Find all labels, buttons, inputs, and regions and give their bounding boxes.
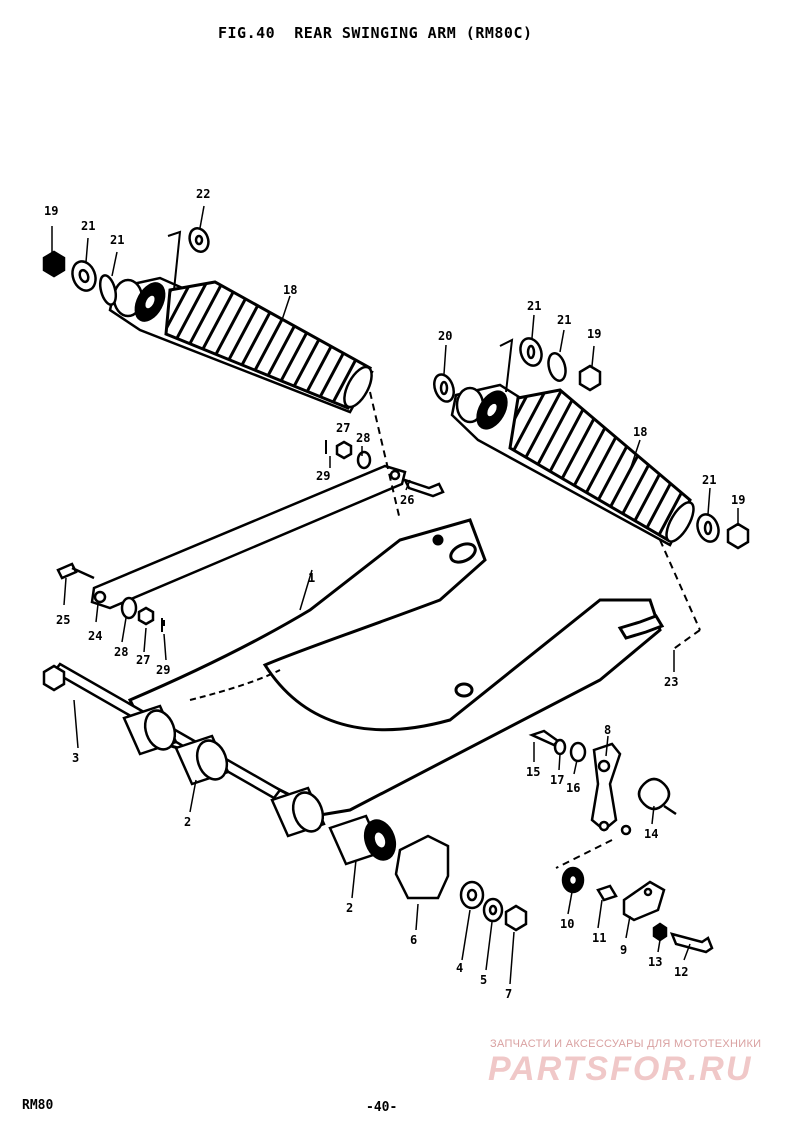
- callout-14: 14: [644, 827, 658, 841]
- pivot-end-hardware: [394, 834, 528, 932]
- callout-27: 27: [336, 421, 350, 435]
- callout-26: 26: [400, 493, 414, 507]
- callout-28: 28: [356, 431, 370, 445]
- callout-22: 22: [196, 187, 210, 201]
- right-shock-absorber: [450, 383, 695, 547]
- left-shock-hardware: [42, 227, 210, 306]
- callout-18: 18: [633, 425, 647, 439]
- bolt-25: [56, 562, 95, 580]
- callout-18: 18: [283, 283, 297, 297]
- swing-arm: [127, 518, 665, 817]
- callout-5: 5: [480, 973, 487, 987]
- callout-21: 21: [557, 313, 571, 327]
- callout-2: 2: [184, 815, 191, 829]
- callout-19: 19: [731, 493, 745, 507]
- footer-model: RM80: [22, 1098, 54, 1113]
- callout-2: 2: [346, 901, 353, 915]
- callout-29: 29: [316, 469, 330, 483]
- callout-6: 6: [410, 933, 417, 947]
- callout-24: 24: [88, 629, 102, 643]
- callout-8: 8: [604, 723, 611, 737]
- left-shock-absorber: [108, 276, 374, 414]
- bolt-26: [402, 477, 445, 498]
- callout-21: 21: [81, 219, 95, 233]
- callout-labels: 19 21 21 22 18 21 21 19 20 18 21 19 27 2…: [44, 187, 745, 1001]
- figure-title: FIG.40 REAR SWINGING ARM (RM80C): [218, 24, 533, 42]
- callout-27: 27: [136, 653, 150, 667]
- callout-19: 19: [587, 327, 601, 341]
- callout-19: 19: [44, 204, 58, 218]
- nut-19-right-top: [578, 364, 602, 392]
- callout-4: 4: [456, 961, 463, 975]
- callout-21: 21: [702, 473, 716, 487]
- callout-23: 23: [664, 675, 678, 689]
- callout-10: 10: [560, 917, 574, 931]
- nut-13: [652, 922, 668, 942]
- axle-stud: [617, 614, 665, 640]
- callout-21: 21: [527, 299, 541, 313]
- callout-1: 1: [308, 571, 315, 585]
- bolt-15: [528, 729, 560, 747]
- nut-19-right-bottom: [726, 522, 750, 550]
- pin-11: [596, 884, 618, 902]
- callout-29: 29: [156, 663, 170, 677]
- nut-27-upper: [335, 440, 353, 460]
- rear-torque-link: [56, 440, 445, 632]
- footer-page-number: -40-: [366, 1100, 398, 1115]
- washer-28-lower: [120, 596, 138, 620]
- washer-28-upper: [356, 450, 372, 470]
- callout-16: 16: [566, 781, 580, 795]
- washer-16: [569, 741, 587, 763]
- watermark-tagline: ЗАПЧАСТИ И АКСЕССУАРЫ ДЛЯ МОТОТЕХНИКИ: [490, 1038, 762, 1050]
- cotter-29-lower: [161, 618, 165, 632]
- pivot-shaft-head: [42, 664, 66, 692]
- spacer-6: [394, 834, 450, 900]
- callout-28: 28: [114, 645, 128, 659]
- callout-9: 9: [620, 943, 627, 957]
- callout-21: 21: [110, 233, 124, 247]
- nut-19-left-top: [42, 250, 66, 278]
- callout-15: 15: [526, 765, 540, 779]
- plate-9: [622, 880, 666, 922]
- callout-11: 11: [592, 931, 606, 945]
- pivot-shaft-assembly: [42, 662, 397, 866]
- callout-17: 17: [550, 773, 564, 787]
- washer-21-left-b: [98, 274, 118, 306]
- bolt-12: [669, 932, 714, 954]
- washer-21-right-b: [547, 352, 567, 382]
- right-shock-hardware: [433, 337, 750, 550]
- spring-14: [637, 777, 677, 816]
- callout-13: 13: [648, 955, 662, 969]
- lever-8: [590, 742, 622, 832]
- assembly-dash-lines: [369, 391, 701, 869]
- leader-lines: [51, 205, 739, 985]
- callout-3: 3: [72, 751, 79, 765]
- callout-25: 25: [56, 613, 70, 627]
- watermark-logo: PARTSFOR.RU: [488, 1050, 753, 1088]
- callout-7: 7: [505, 987, 512, 1001]
- washer-17: [553, 738, 567, 756]
- callout-20: 20: [438, 329, 452, 343]
- callout-12: 12: [674, 965, 688, 979]
- nut-27-lower: [137, 606, 155, 626]
- nut-7: [504, 904, 528, 932]
- brake-lever-parts: [528, 729, 714, 954]
